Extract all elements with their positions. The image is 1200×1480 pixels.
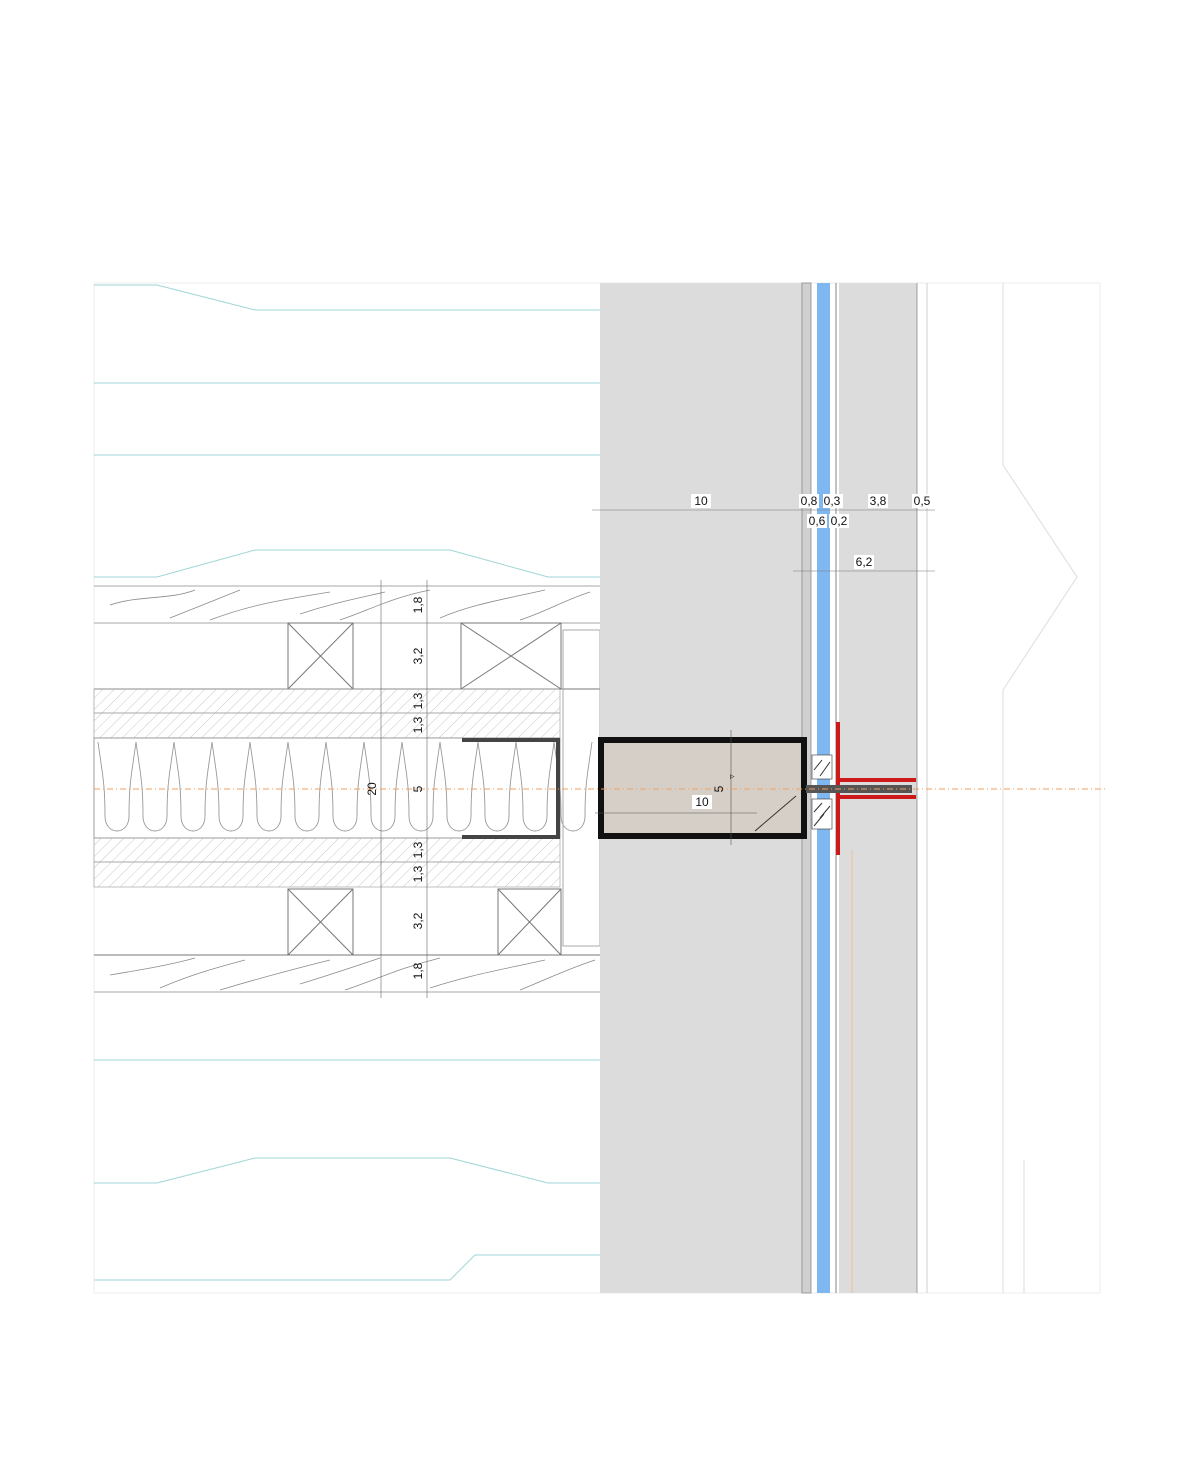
insulation-loop	[173, 741, 213, 832]
insulation-loop	[211, 741, 251, 832]
dim-second-1: 0,6	[809, 514, 826, 528]
tube-dimension-lines	[595, 730, 757, 845]
dim-left-middle: 5	[411, 785, 425, 792]
steel-channel	[462, 738, 560, 839]
top-dimension-lines	[592, 509, 935, 572]
insulation-loop	[135, 741, 175, 832]
dim-top-4: 3,8	[870, 494, 887, 508]
insulation-loop	[477, 741, 517, 832]
insulation-loop	[249, 741, 289, 832]
spacer-blocks	[811, 754, 833, 830]
dim-left-top-1: 1,8	[411, 596, 425, 613]
insulation-loop	[515, 741, 555, 832]
battens-top	[94, 622, 600, 690]
break-line-right	[1002, 283, 1078, 1293]
dim-left-bottom-2: 1,3	[411, 865, 425, 882]
dim-tube-width: 10	[695, 795, 709, 809]
insulation-loop	[363, 741, 403, 832]
insulation-loop	[97, 741, 137, 832]
dim-top-1: 10	[694, 494, 708, 508]
guide-lines-cyan	[94, 284, 600, 1281]
insulation-loop	[439, 741, 479, 832]
dim-left-top-4: 1,3	[411, 716, 425, 733]
dim-top-3: 0,3	[824, 494, 841, 508]
insulation-loop	[287, 741, 327, 832]
dim-top-2: 0,8	[801, 494, 818, 508]
timber-board-bottom	[94, 957, 600, 993]
dim-left-bottom-4: 1,8	[411, 962, 425, 979]
insulation-loop	[325, 741, 365, 832]
dim-left-top-2: 3,2	[411, 647, 425, 664]
bolt	[806, 785, 912, 793]
end-board	[562, 629, 601, 947]
tube-diagonal	[754, 795, 797, 832]
dim-overall-height: 20	[365, 782, 379, 796]
dim-left-bottom-1: 1,3	[411, 841, 425, 858]
board-layer-top-2	[93, 712, 561, 739]
dim-tube-height: 5	[712, 785, 726, 792]
dim-second-2: 0,2	[831, 514, 848, 528]
board-layer-top-1	[93, 688, 561, 714]
insulation-loop	[401, 741, 441, 832]
battens-bottom	[94, 888, 600, 956]
weld-marker-icon: ▹	[730, 772, 735, 782]
board-layer-bottom-2	[93, 861, 561, 888]
dim-third-1: 6,2	[856, 555, 873, 569]
insulation-layer	[93, 737, 593, 839]
dim-top-5: 0,5	[914, 494, 931, 508]
board-layer-bottom-1	[93, 837, 561, 863]
dim-left-bottom-3: 3,2	[411, 912, 425, 929]
steel-tube	[598, 737, 807, 839]
dimension-labels: 10 0,8 0,3 3,8 0,5 0,6 0,2 6,2 10 5 20 1…	[365, 494, 932, 979]
dim-left-top-3: 1,3	[411, 692, 425, 709]
timber-board-top	[94, 585, 600, 624]
